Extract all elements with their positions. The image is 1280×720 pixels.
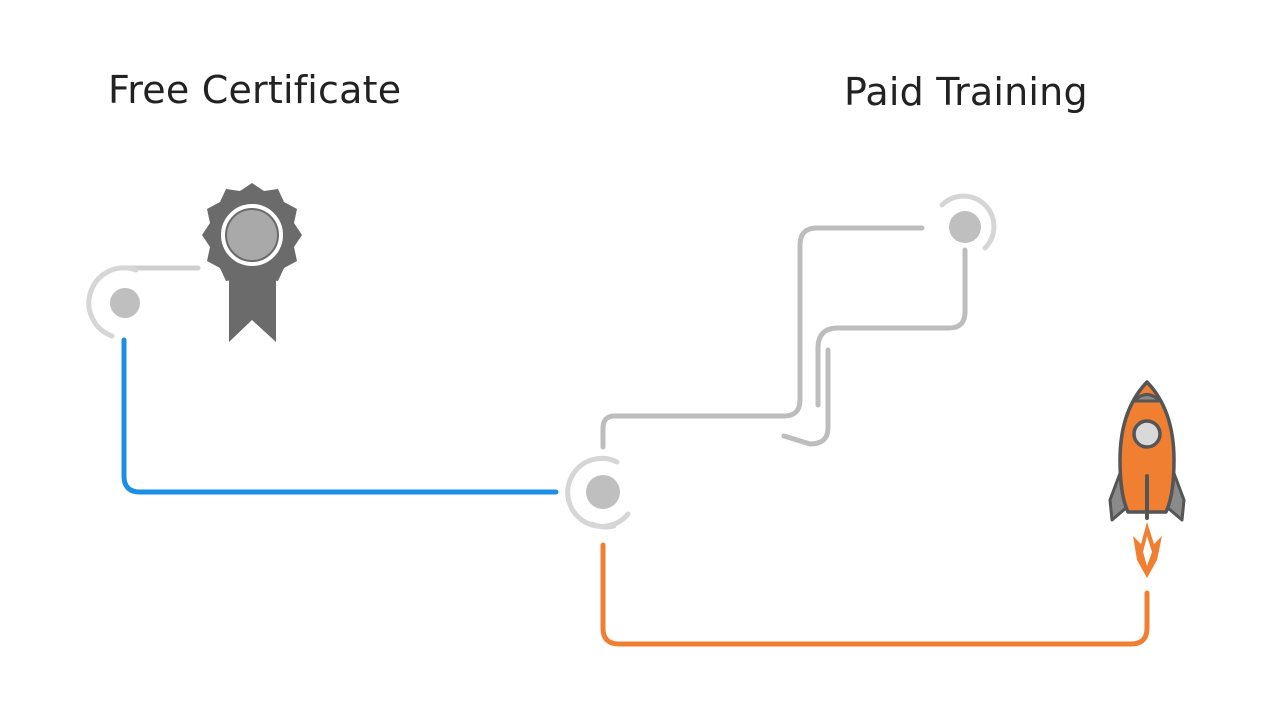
start-node: [86, 265, 140, 339]
paid-training-node: [939, 193, 997, 251]
junction-node: [565, 455, 631, 530]
rocket-icon: [1108, 380, 1186, 578]
free-certificate-label: Free Certificate: [108, 68, 402, 112]
free-path-line: [121, 337, 559, 495]
paid-connector-hook: [781, 347, 831, 447]
paid-training-label: Paid Training: [844, 70, 1088, 114]
paid-path-line: [600, 542, 1150, 647]
award-ribbon-icon: [202, 183, 302, 342]
paid-connector-path: [600, 225, 925, 450]
paid-connector-branch: [815, 247, 968, 408]
